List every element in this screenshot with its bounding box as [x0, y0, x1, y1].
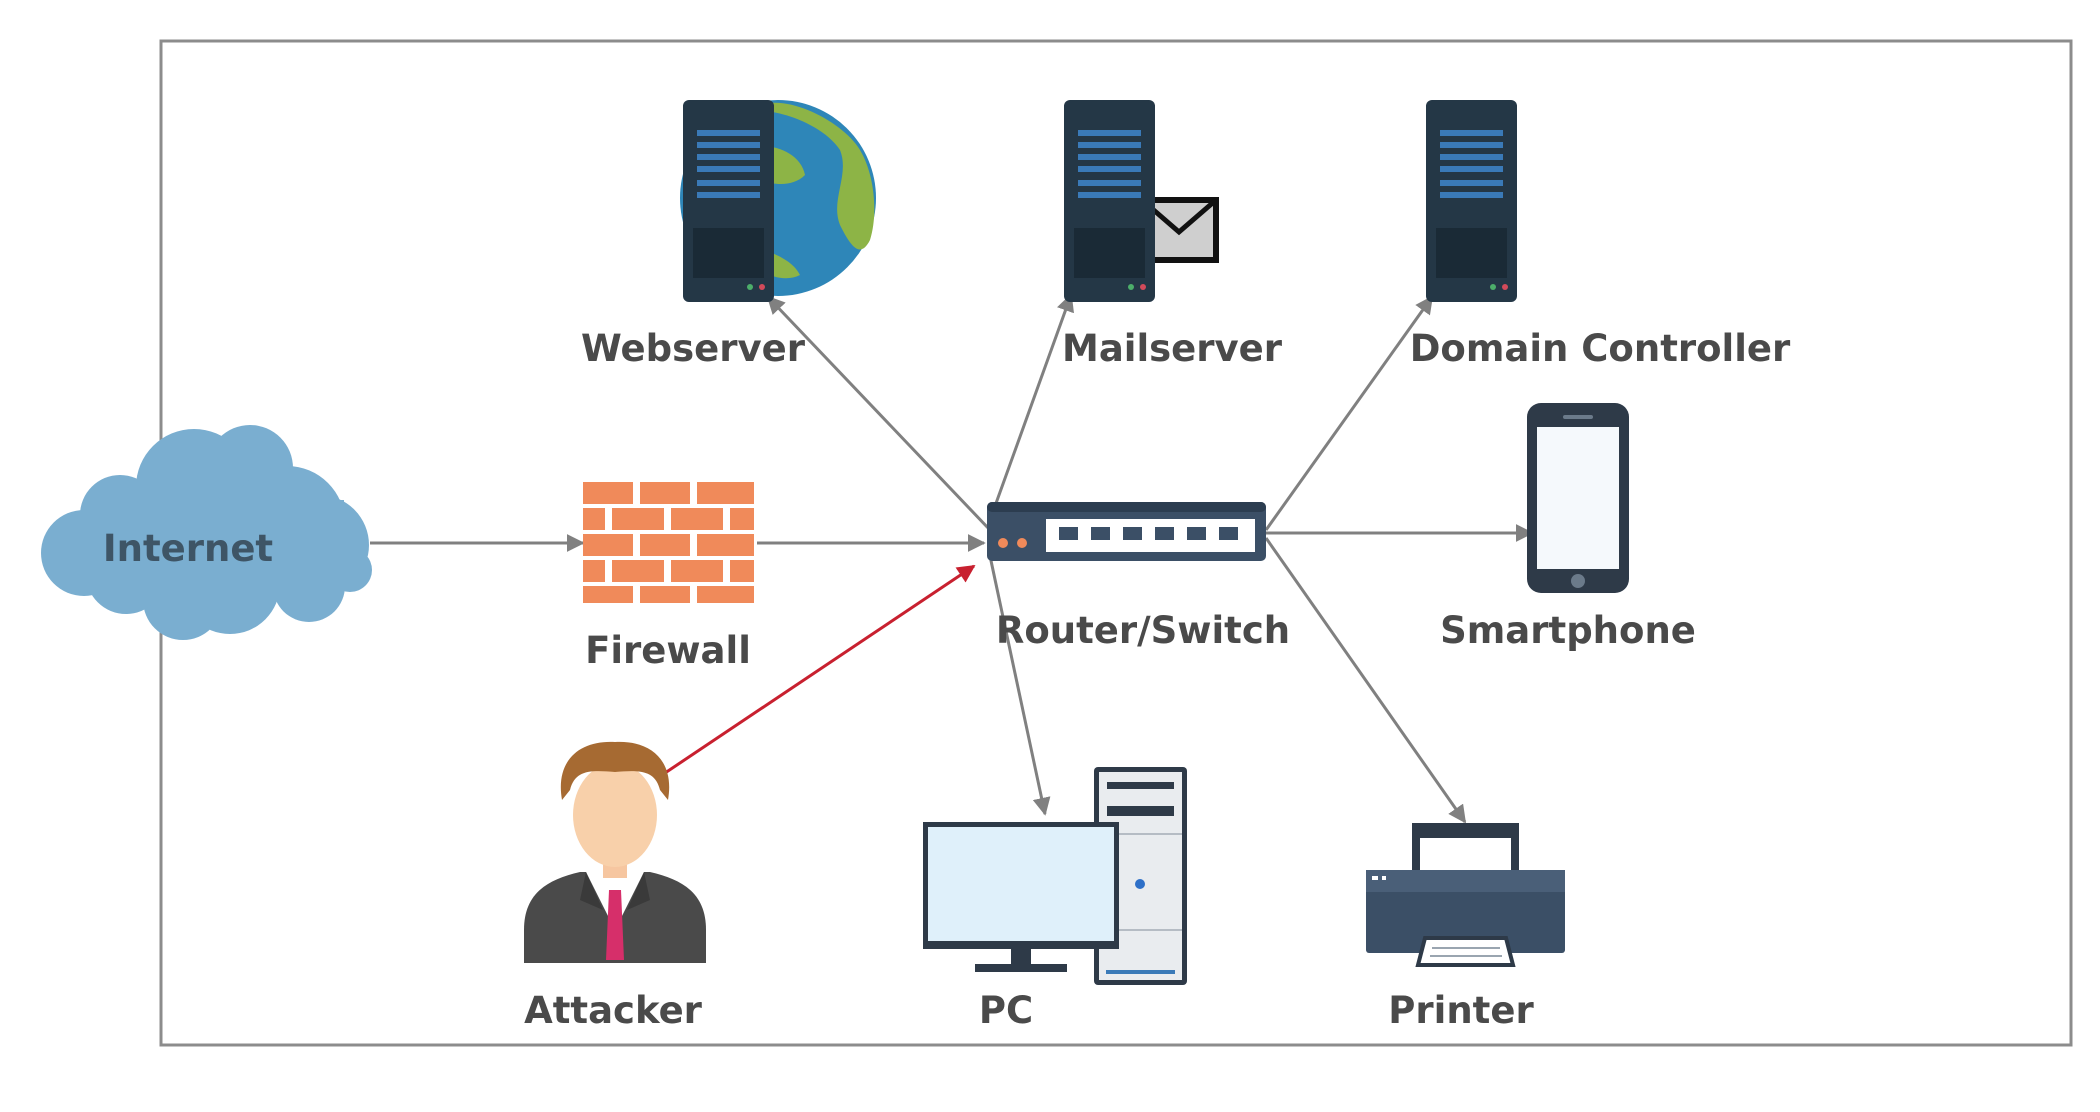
edge-router-mailserver — [988, 293, 1074, 521]
server-icon — [1426, 100, 1517, 302]
edge-router-webserver — [766, 295, 992, 532]
node-domain-controller: Domain Controller — [1410, 100, 1791, 370]
node-firewall: Firewall — [583, 482, 754, 672]
label-pc: PC — [979, 989, 1033, 1032]
brick-wall-icon — [583, 482, 754, 603]
label-domain-controller: Domain Controller — [1410, 327, 1791, 370]
edges — [370, 293, 1534, 824]
label-firewall: Firewall — [585, 629, 751, 672]
person-icon — [524, 741, 706, 963]
label-attacker: Attacker — [524, 989, 703, 1032]
node-printer: Printer — [1366, 823, 1565, 1032]
edge-router-domain — [1264, 295, 1434, 531]
label-router-switch: Router/Switch — [996, 609, 1290, 652]
node-attacker: Attacker — [524, 741, 706, 1032]
node-router-switch: Router/Switch — [987, 502, 1290, 652]
printer-icon — [1366, 823, 1565, 967]
label-printer: Printer — [1388, 989, 1534, 1032]
cloud-icon — [41, 425, 372, 640]
edge-attacker-router — [664, 564, 976, 775]
switch-icon — [987, 502, 1266, 561]
node-internet: Internet — [41, 425, 372, 640]
node-pc: PC — [923, 767, 1187, 1032]
edge-router-pc — [988, 555, 1051, 816]
node-mailserver: Mailserver — [1062, 100, 1283, 370]
server-icon — [683, 100, 774, 302]
edge-router-printer — [1264, 537, 1467, 824]
desktop-pc-icon — [923, 767, 1187, 985]
node-smartphone: Smartphone — [1440, 403, 1696, 652]
label-mailserver: Mailserver — [1062, 327, 1283, 370]
label-internet: Internet — [103, 527, 273, 570]
label-webserver: Webserver — [581, 327, 806, 370]
server-icon — [1064, 100, 1155, 302]
label-smartphone: Smartphone — [1440, 609, 1696, 652]
smartphone-icon — [1527, 403, 1629, 593]
node-webserver: Webserver — [581, 100, 876, 370]
